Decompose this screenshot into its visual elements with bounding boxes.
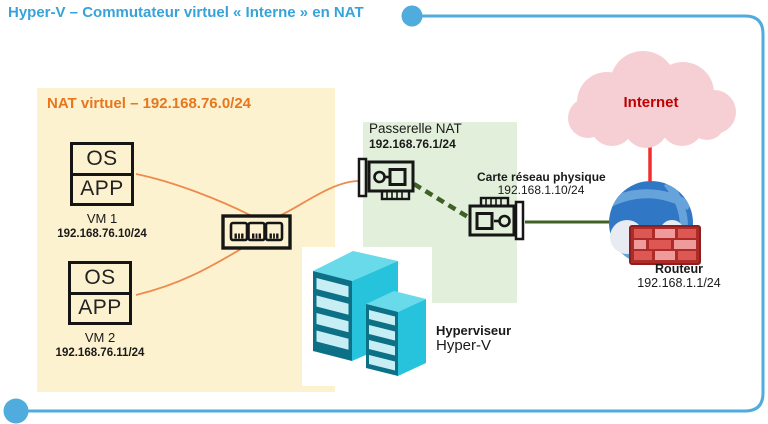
physical-nic-ip: 192.168.1.10/24 <box>497 183 585 197</box>
hypervisor-label: Hyperviseur <box>436 323 512 338</box>
firewall-icon <box>629 225 701 265</box>
diagram-title: Hyper-V – Commutateur virtuel « Interne … <box>8 4 364 21</box>
nat-gateway-ip: 192.168.76.1/24 <box>369 137 456 151</box>
hypervisor-product-label: Hyper-V <box>436 337 492 354</box>
nat-gateway-label: Passerelle NAT <box>369 121 462 136</box>
nat-gateway-nic-icon <box>357 157 415 201</box>
vm2-ip: 192.168.76.11/24 <box>55 347 145 359</box>
virtual-links <box>135 173 360 296</box>
nat-network-label: NAT virtuel – 192.168.76.0/24 <box>47 95 252 112</box>
internet-label: Internet <box>623 94 679 111</box>
vm-divider <box>71 291 129 295</box>
vm1-app-label: APP <box>80 177 124 201</box>
rj45-port-icon <box>247 221 266 242</box>
link-nat-translation <box>412 182 470 219</box>
vm-divider <box>73 172 131 176</box>
vm2-name: VM 2 <box>84 330 116 345</box>
internet-cloud-icon <box>568 51 736 148</box>
vm1-icon: OS APP <box>70 142 134 206</box>
frame-dot-top <box>401 5 423 27</box>
frame-border <box>3 5 765 424</box>
vm2-app-label: APP <box>78 296 122 320</box>
vm2-icon: OS APP <box>68 261 132 325</box>
hypervisor-servers-icon <box>302 247 432 386</box>
vm1-ip: 192.168.76.10/24 <box>57 228 147 240</box>
rj45-port-icon <box>264 221 284 242</box>
router-ip: 192.168.1.1/24 <box>637 276 721 290</box>
router-label: Routeur <box>655 262 703 276</box>
link-switch-gateway <box>278 180 360 217</box>
rj45-port-icon <box>229 221 249 242</box>
frame-dot-bottom <box>3 398 29 424</box>
link-vm1-switch <box>135 173 253 217</box>
virtual-switch-icon <box>221 214 292 250</box>
physical-nic-label: Carte réseau physique <box>477 170 606 184</box>
link-vm2-switch <box>135 248 242 296</box>
vm2-os-label: OS <box>84 265 116 289</box>
vm1-name: VM 1 <box>86 211 118 226</box>
vm1-os-label: OS <box>86 146 118 170</box>
physical-nic-icon <box>468 196 525 241</box>
